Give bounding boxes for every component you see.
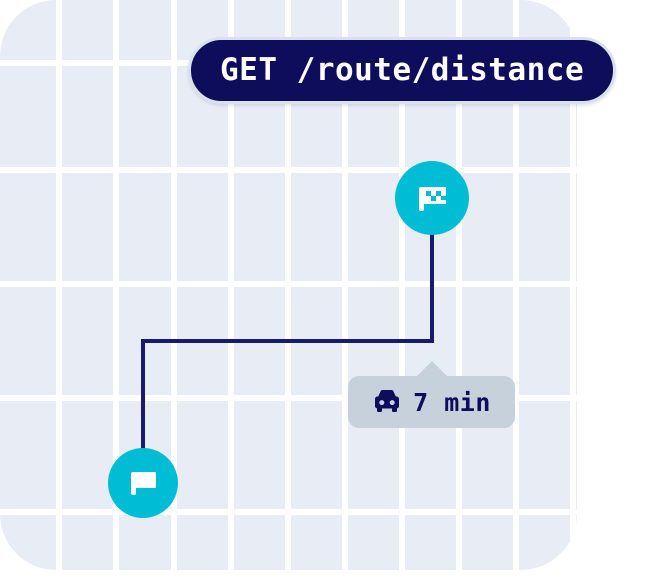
endpoint-label: GET /route/distance [220, 52, 585, 88]
checkered-flag-icon [419, 187, 446, 211]
endpoint-badge[interactable]: GET /route/distance [188, 37, 617, 104]
grid-line-horizontal [0, 281, 577, 287]
flag-icon [131, 472, 156, 495]
destination-marker[interactable] [395, 161, 469, 235]
duration-tooltip[interactable]: 7 min [348, 361, 515, 428]
tooltip-pointer [415, 361, 448, 377]
duration-value: 7 min [413, 387, 491, 417]
grid-line-horizontal [0, 395, 577, 401]
grid-line-horizontal [0, 167, 577, 173]
origin-marker[interactable] [108, 448, 178, 518]
car-icon [375, 390, 400, 412]
grid-line-horizontal [0, 509, 577, 515]
route-polyline [141, 196, 434, 485]
